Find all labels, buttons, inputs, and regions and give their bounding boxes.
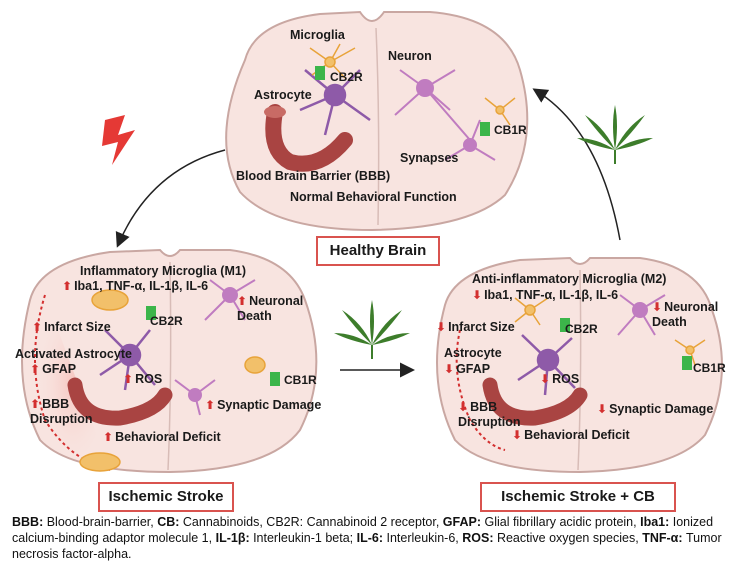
legend-def: Interleukin-1 beta;: [249, 531, 357, 545]
title-healthy-brain: Healthy Brain: [316, 236, 440, 266]
label-normal-behavior: Normal Behavioral Function: [290, 190, 457, 204]
legend-term: BBB:: [12, 515, 44, 529]
treated-label-infarct: Infarct Size: [436, 320, 515, 335]
title-ischemic-stroke: Ischemic Stroke: [98, 482, 234, 512]
treated-label-behavior: Behavioral Deficit: [512, 428, 630, 443]
healthy-blood-vessel: [265, 104, 353, 172]
cb2r-receptor-icon: [315, 66, 325, 80]
treated-neuron-cell: [517, 334, 576, 396]
label-bbb: Blood Brain Barrier (BBB): [236, 169, 391, 183]
treated-cb1r-receptor-icon: [682, 356, 692, 370]
treated-label-markers: Iba1, TNF-α, IL-1β, IL-6: [472, 288, 618, 303]
healthy-neuron-cell-3: [444, 119, 496, 161]
treated-label-synaptic: Synaptic Damage: [597, 402, 713, 417]
legend-def: Ionized calcium-binding adaptor molecule…: [12, 515, 714, 545]
stroke-label-bbb: BBB Disruption: [30, 397, 93, 426]
stroke-label-behavior: Behavioral Deficit: [103, 430, 221, 445]
stroke-neuron-cell-2: [204, 279, 256, 321]
legend-def: Glial fibrillary acidic protein,: [481, 515, 641, 529]
treated-label-ros: ROS: [540, 372, 579, 387]
legend-term: CB:: [157, 515, 180, 529]
label-synapses: Synapses: [400, 151, 459, 165]
arrow-treated-to-healthy: [532, 88, 621, 241]
stroke-label-neuronal-death: Neuronal Death: [237, 294, 303, 323]
stroke-label-infarct: Infarct Size: [32, 320, 111, 335]
label-cb1r: CB1R: [494, 123, 527, 137]
stroke-label-synaptic: Synaptic Damage: [205, 398, 321, 413]
stroke-neuron-cell: [99, 329, 156, 391]
treated-label-astrocyte: Astrocyte: [444, 346, 502, 360]
legend-term: IL-6:: [356, 531, 384, 545]
label-cb2r: CB2R: [330, 70, 363, 84]
label-microglia: Microglia: [290, 28, 345, 42]
label-astrocyte: Astrocyte: [254, 88, 312, 102]
legend-def: Interleukin-6,: [383, 531, 463, 545]
stroke-cb2r-receptor-icon: [146, 306, 156, 320]
treated-microglia-cell: [514, 297, 706, 366]
healthy-neuron-cell: [299, 69, 371, 136]
legend-def: Blood-brain-barrier,: [43, 515, 158, 529]
treated-label-cb2r: CB2R: [565, 322, 598, 336]
legend-def: Tumor necrosis factor-alpha.: [12, 531, 722, 561]
label-neuron: Neuron: [388, 49, 432, 63]
stroke-label-markers: Iba1, TNF-α, IL-1β, IL-6: [62, 279, 208, 294]
legend-term: Iba1:: [640, 515, 670, 529]
legend-term: TNF-α:: [642, 531, 683, 545]
legend-def: Reactive oxygen species,: [493, 531, 643, 545]
cb1r-receptor-icon: [480, 122, 490, 136]
treated-cb2r-receptor-icon: [560, 318, 570, 332]
legend-def: Cannabinoids, CB2R: Cannabinoid 2 recept…: [179, 515, 443, 529]
stroke-label-gfap: GFAP: [30, 362, 76, 377]
stroke-label-microglia: Inflammatory Microglia (M1): [80, 264, 246, 278]
stroke-label-cb1r: CB1R: [284, 373, 317, 387]
legend-term: GFAP:: [442, 515, 481, 529]
title-ischemic-stroke-cb: Ischemic Stroke + CB: [480, 482, 676, 512]
stroke-cb1r-receptor-icon: [270, 372, 280, 386]
stroke-label-ros: ROS: [123, 372, 162, 387]
stroke-microglia-cell: [79, 289, 266, 472]
healthy-neuron-cell-2: [394, 69, 471, 141]
healthy-microglia-cell: [309, 43, 356, 79]
healthy-brain-outline: [225, 10, 529, 232]
healthy-microglia-cell-2: [484, 97, 516, 126]
stroke-neuron-cell-3: [174, 379, 216, 416]
treated-label-cb1r: CB1R: [693, 361, 726, 375]
cannabis-leaf-icon-2: [334, 300, 410, 359]
legend-term: IL-1β:: [215, 531, 250, 545]
cannabis-leaf-icon: [577, 105, 653, 164]
vessel-opening: [264, 106, 286, 118]
lightning-bolt-icon: [102, 115, 135, 165]
treated-label-bbb: BBB Disruption: [458, 400, 521, 429]
treated-label-neuronal-death: Neuronal Death: [652, 300, 718, 329]
stroke-label-astrocyte: Activated Astrocyte: [15, 347, 132, 361]
treated-label-gfap: GFAP: [444, 362, 490, 377]
treated-label-microglia: Anti-inflammatory Microglia (M2): [472, 272, 667, 286]
arrow-healthy-to-stroke: [115, 149, 226, 248]
stroke-label-cb2r: CB2R: [150, 314, 183, 328]
abbreviation-legend: BBB: Blood-brain-barrier, CB: Cannabinoi…: [12, 514, 732, 562]
legend-term: ROS:: [462, 531, 494, 545]
